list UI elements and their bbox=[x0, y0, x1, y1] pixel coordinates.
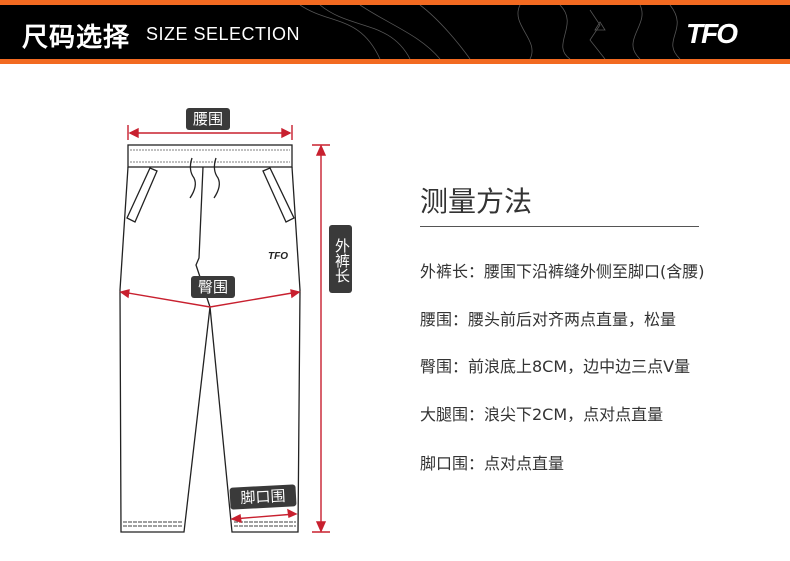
method-row-thigh: 大腿围：浪尖下2CM，点对点直量 bbox=[420, 405, 664, 424]
divider bbox=[420, 226, 699, 227]
waist-label: 腰围 bbox=[186, 108, 230, 130]
pants-outline bbox=[119, 144, 301, 533]
pants-logo: TFO bbox=[268, 251, 288, 262]
method-title: 测量方法 bbox=[420, 185, 533, 218]
method-row-ankle: 脚口围：点对点直量 bbox=[420, 454, 565, 473]
length-label: 外裤长 bbox=[329, 225, 352, 293]
topographic-pattern bbox=[299, 5, 681, 59]
title-en: SIZE SELECTION bbox=[146, 24, 301, 44]
measure-arrows bbox=[119, 125, 330, 533]
header-inner: 尺码选择 SIZE SELECTION TFO bbox=[0, 5, 790, 59]
method-row-waist: 腰围：腰头前后对齐两点直量，松量 bbox=[420, 310, 677, 329]
brand-logo: TFO bbox=[686, 18, 738, 49]
ankle-label: 脚口围 bbox=[229, 484, 297, 510]
header-banner: 尺码选择 SIZE SELECTION TFO bbox=[0, 0, 790, 64]
hip-label: 臀围 bbox=[191, 276, 235, 298]
method-row-hip: 臀围：前浪底上8CM，边中边三点V量 bbox=[420, 357, 691, 376]
method-row-length: 外裤长：腰围下沿裤缝外侧至脚口(含腰) bbox=[420, 262, 705, 281]
title-cn: 尺码选择 bbox=[22, 23, 131, 53]
